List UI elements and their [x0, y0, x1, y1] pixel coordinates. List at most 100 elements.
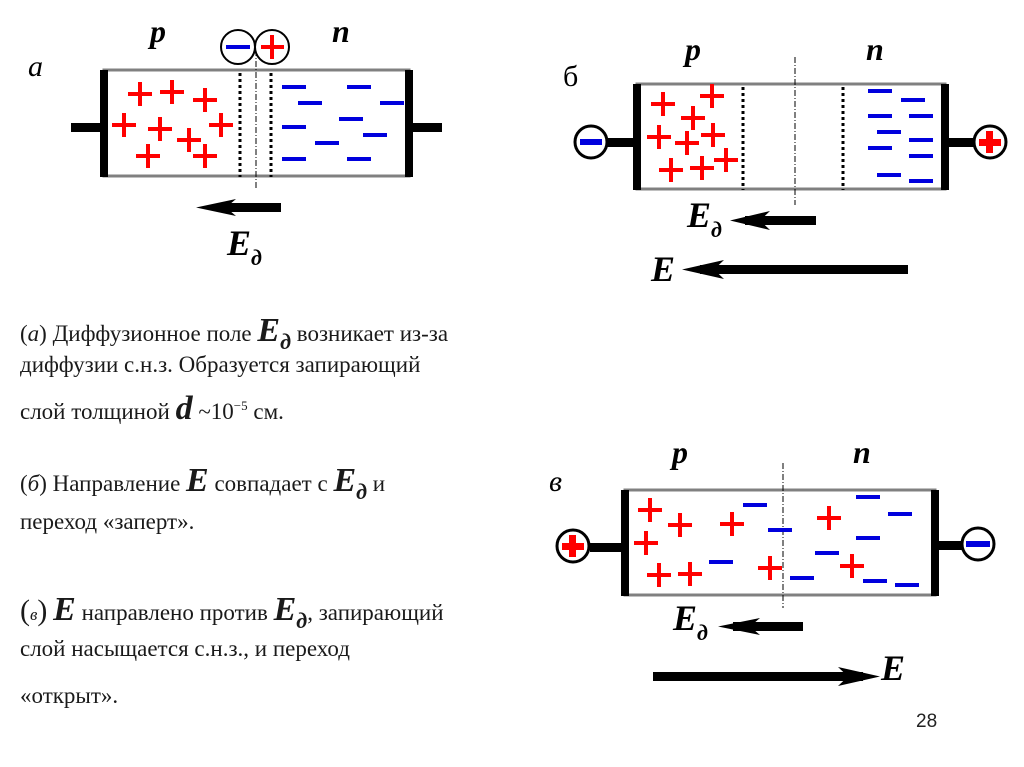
hole-plus-icon — [701, 123, 725, 147]
electron-minus-icon — [315, 141, 339, 145]
symbol-e: E — [257, 312, 281, 349]
text-c-line1: (в) E направлено против Eд, запирающий — [20, 591, 444, 633]
symbol-e: E — [53, 591, 76, 628]
semiconductor-body — [623, 488, 937, 597]
electron-minus-icon — [868, 114, 892, 118]
electron-minus-icon — [909, 114, 933, 118]
exponent: −5 — [233, 398, 248, 413]
diagram-a: а p n — [28, 13, 442, 270]
panel-label-a: а — [28, 50, 43, 83]
text-b-line1-mid: совпадает с — [208, 471, 334, 496]
text-a-line2: диффузии с.н.з. Образуется запирающий — [20, 352, 421, 377]
hole-plus-icon — [675, 131, 699, 155]
text-b-tag: б — [27, 471, 40, 496]
symbol-sub-d: д — [280, 329, 291, 354]
n-region-label: n — [866, 31, 884, 67]
text-c-line1-post: , запирающий — [307, 600, 444, 625]
text-a-line1: (а) Диффузионное поле Eд возникает из-за — [20, 312, 449, 354]
holes-p-region — [647, 84, 738, 182]
left-lead — [605, 138, 635, 147]
text-c-tag: в — [30, 605, 38, 624]
electron-minus-icon — [815, 551, 839, 555]
hole-plus-icon — [651, 92, 675, 116]
p-region-label: p — [682, 31, 701, 67]
hole-plus-icon — [659, 158, 683, 182]
text-a-line3: слой толщиной d ~10−5 см. — [20, 392, 284, 426]
hole-plus-icon — [720, 512, 744, 536]
negative-terminal — [573, 124, 609, 160]
electron-minus-icon — [282, 157, 306, 161]
hole-plus-icon — [681, 106, 705, 130]
electron-minus-icon — [743, 503, 767, 507]
diffusion-field-label: Eд — [226, 223, 262, 270]
electron-minus-icon — [363, 133, 387, 137]
electron-minus-icon — [347, 157, 371, 161]
electron-minus-icon — [877, 130, 901, 134]
hole-plus-icon — [634, 531, 658, 555]
hole-plus-icon — [817, 506, 841, 530]
text-b-line2: переход «заперт». — [20, 509, 195, 534]
electron-minus-icon — [282, 125, 306, 129]
electron-minus-icon — [901, 98, 925, 102]
p-region-label: p — [669, 434, 688, 470]
text-b-line1-post: и — [367, 471, 386, 496]
electrons-distributed — [709, 495, 919, 587]
hole-plus-icon — [177, 128, 201, 152]
electron-minus-icon — [856, 536, 880, 540]
text-b-line1: (б) Направление E совпадает с Eд и — [20, 462, 386, 504]
diffusion-field-arrow — [718, 618, 803, 635]
electron-minus-icon — [298, 101, 322, 105]
electron-minus-icon — [282, 85, 306, 89]
panel-label-c: в — [549, 465, 562, 498]
hole-plus-icon — [136, 144, 160, 168]
electron-minus-icon — [863, 579, 887, 583]
n-region-label: n — [853, 434, 871, 470]
n-region-label: n — [332, 13, 350, 49]
positive-terminal — [555, 528, 591, 564]
electron-minus-icon — [888, 512, 912, 516]
electron-minus-icon — [339, 117, 363, 121]
text-c-line2: слой насыщается с.н.з., и переход — [20, 636, 350, 661]
diagram-b: б p n Eд — [563, 31, 1008, 289]
external-field-arrow — [653, 667, 880, 686]
text-a-line1-post: возникает из-за — [291, 321, 449, 346]
symbol-e: E — [186, 462, 209, 499]
electron-minus-icon — [868, 146, 892, 150]
hole-plus-icon — [678, 562, 702, 586]
positive-terminal — [972, 124, 1008, 160]
page-number: 28 — [916, 711, 938, 732]
fixed-ion-positive — [254, 29, 290, 65]
right-electrode — [941, 84, 949, 190]
external-field-arrow — [682, 260, 908, 279]
electron-minus-icon — [895, 583, 919, 587]
external-field-label: E — [880, 648, 905, 688]
electrons-n-region — [868, 89, 933, 183]
symbol-sub-d: д — [296, 608, 308, 633]
electron-minus-icon — [909, 154, 933, 158]
symbol-e-d: E — [333, 462, 357, 499]
left-electrode — [100, 70, 108, 177]
hole-plus-icon — [690, 156, 714, 180]
electron-minus-icon — [768, 528, 792, 532]
hole-plus-icon — [112, 113, 136, 137]
symbol-e-d: E — [273, 591, 297, 628]
right-electrode — [405, 70, 413, 177]
electron-minus-icon — [877, 173, 901, 177]
right-electrode — [931, 490, 939, 596]
diffusion-field-arrow — [196, 199, 281, 216]
electron-minus-icon — [909, 179, 933, 183]
hole-plus-icon — [193, 88, 217, 112]
electron-minus-icon — [709, 560, 733, 564]
text-a-tag: а — [27, 321, 40, 346]
p-region-label: p — [147, 13, 166, 49]
hole-plus-icon — [647, 563, 671, 587]
text-c-line3: «открыт». — [20, 683, 119, 708]
hole-plus-icon — [714, 148, 738, 172]
hole-plus-icon — [758, 556, 782, 580]
hole-plus-icon — [638, 498, 662, 522]
diffusion-field-label: Eд — [672, 598, 708, 645]
right-lead — [937, 541, 967, 550]
electrons-n-region — [282, 85, 404, 161]
